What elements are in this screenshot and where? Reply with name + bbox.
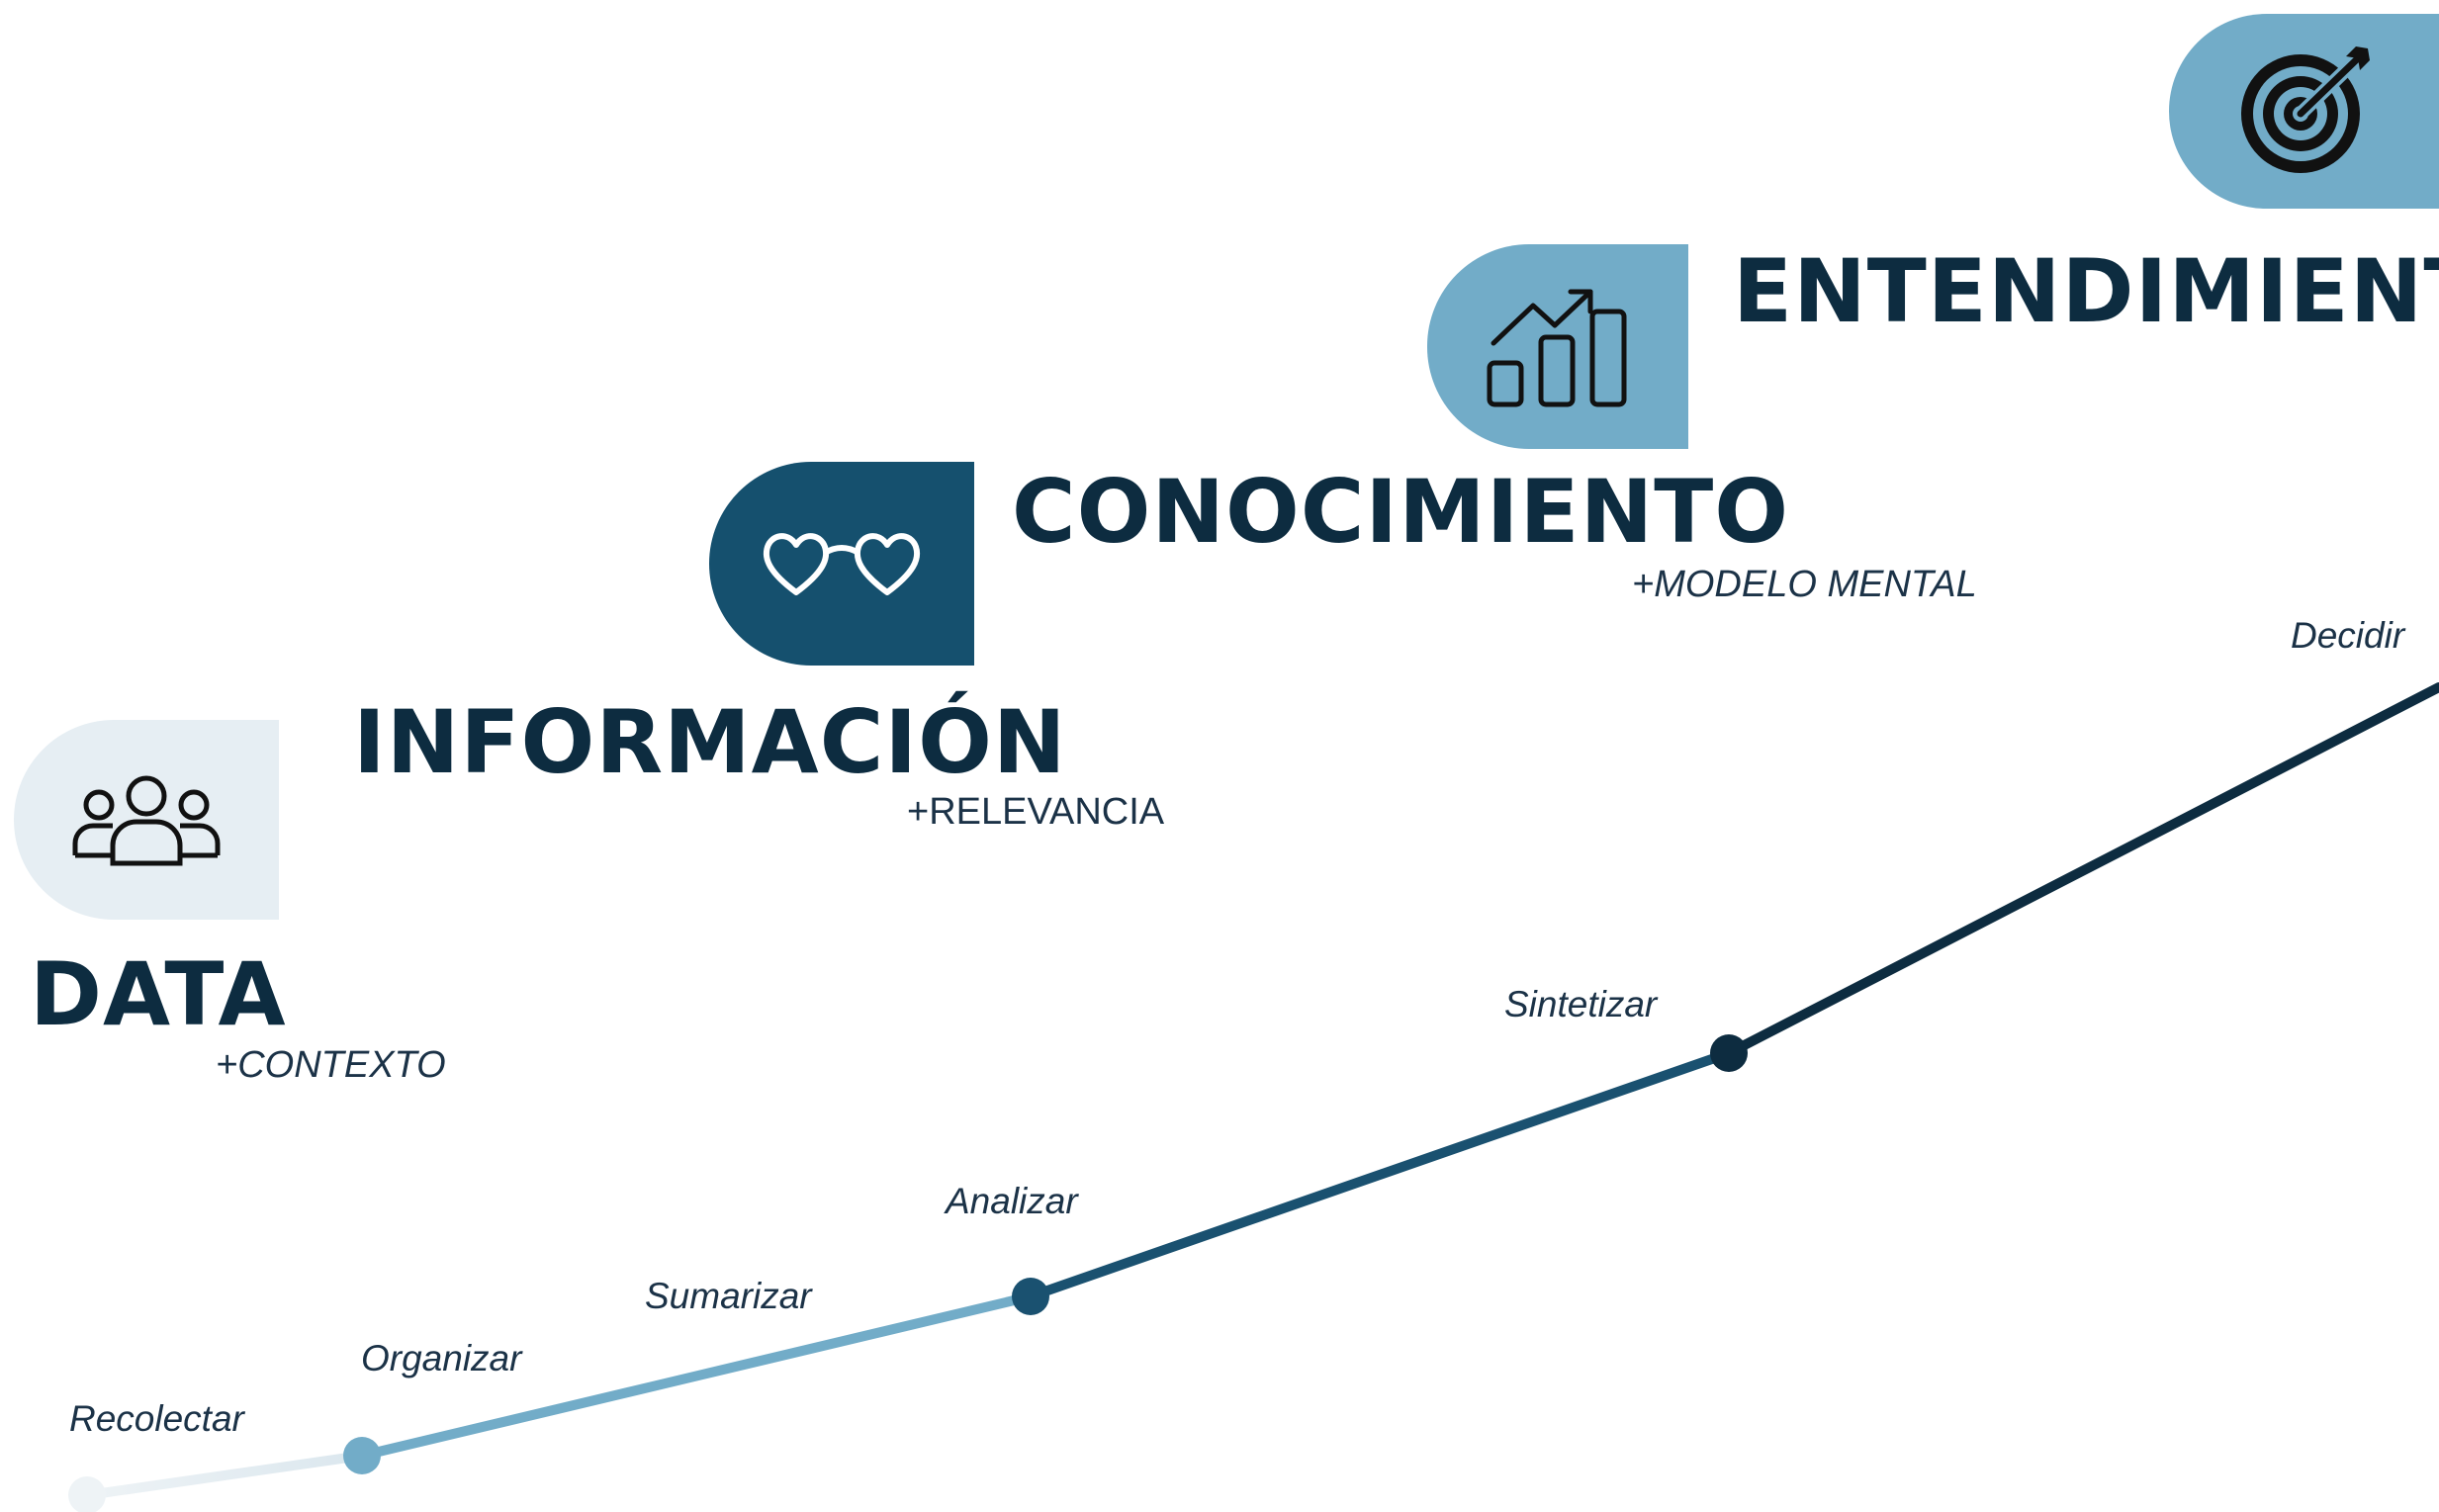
step-label-sumarizar: Sumarizar	[645, 1276, 812, 1316]
stage-title-data: DATA	[30, 943, 287, 1045]
path-segment-analyze	[1026, 1048, 1734, 1301]
growth-chart-icon	[1487, 289, 1627, 406]
stage-tab-conocimiento	[1427, 244, 1688, 449]
step-label-organizar: Organizar	[361, 1338, 522, 1379]
stage-subtitle-conocimiento: +MODELO MENTAL	[1632, 564, 1977, 605]
stage-tab-entendimiento	[2169, 14, 2439, 209]
stage-subtitle-data: +CONTEXTO	[216, 1044, 446, 1086]
path-segment-collect	[82, 1451, 367, 1500]
step-label-sintetizar: Sintetizar	[1504, 984, 1658, 1024]
people-group-icon	[72, 775, 221, 866]
stage-subtitle-informacion: +RELEVANCIA	[907, 791, 1165, 833]
stage-title-informacion: INFORMACIÓN	[353, 691, 1067, 793]
path-node-analyze	[1012, 1278, 1049, 1315]
path-node-organize	[343, 1437, 381, 1474]
stage-tab-data	[14, 720, 279, 920]
stage-title-conocimiento: CONOCIMIENTO	[1012, 461, 1790, 563]
path-segment-organize	[357, 1291, 1036, 1461]
heart-glasses-icon	[763, 533, 921, 595]
path-node-start	[68, 1476, 106, 1512]
step-label-analizar: Analizar	[946, 1181, 1078, 1221]
path-segment-synthesize	[1724, 682, 2439, 1058]
stage-tab-informacion	[709, 462, 974, 666]
path-node-synthesize	[1710, 1034, 1748, 1072]
stage-title-entendimiento: ENTENDIMIENTO	[1733, 240, 2439, 342]
step-label-decidir: Decidir	[2291, 615, 2405, 656]
target-arrow-icon	[2240, 45, 2370, 173]
step-label-recolectar: Recolectar	[69, 1398, 244, 1439]
